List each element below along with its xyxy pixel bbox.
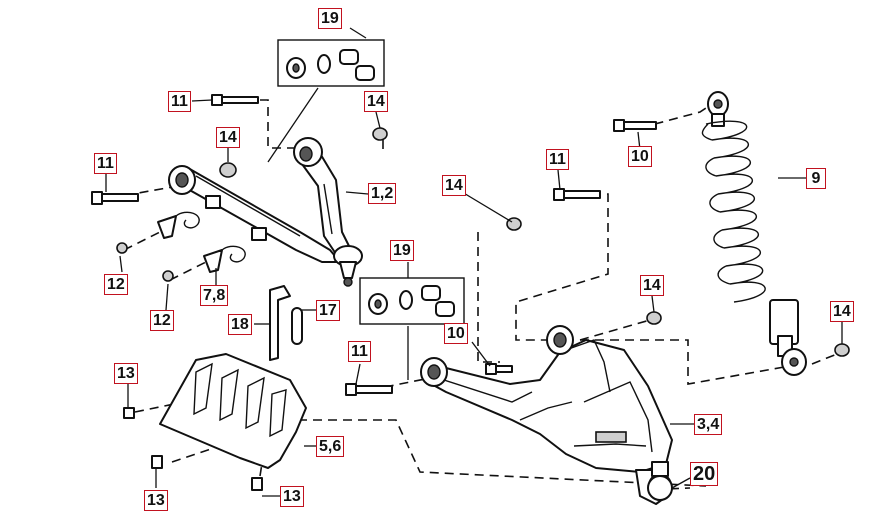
callout-13-a: 13 <box>114 363 138 384</box>
upper-control-arm <box>168 137 363 287</box>
callout-11-d: 11 <box>546 149 569 170</box>
callout-11-a: 11 <box>168 91 191 112</box>
callout-12-a: 12 <box>104 274 128 295</box>
callout-14-e: 14 <box>830 301 854 322</box>
callout-14-a: 14 <box>364 91 388 112</box>
callout-17: 17 <box>316 300 340 321</box>
callout-13-c: 13 <box>280 486 304 507</box>
skid-plate <box>123 353 307 491</box>
callout-14-d: 14 <box>640 275 664 296</box>
nuts-12 <box>116 242 174 282</box>
callout-14-c: 14 <box>442 175 466 196</box>
callout-1-2: 1,2 <box>368 183 397 204</box>
nuts-14 <box>219 127 850 357</box>
brake-line-clips <box>157 211 246 273</box>
callout-leaders <box>105 99 843 497</box>
bushing-kit-top <box>267 27 385 163</box>
lower-control-arm <box>420 325 673 505</box>
callout-12-b: 12 <box>150 310 174 331</box>
ball-joint <box>647 461 691 501</box>
callout-14-b: 14 <box>216 127 240 148</box>
callout-5-6: 5,6 <box>316 436 345 457</box>
callout-3-4: 3,4 <box>694 414 723 435</box>
shock-absorber <box>701 91 807 376</box>
callout-10-b: 10 <box>628 146 652 167</box>
callout-9: 9 <box>806 168 826 189</box>
callout-19-mid: 19 <box>390 240 414 261</box>
callout-7-8: 7,8 <box>200 285 229 306</box>
callout-18: 18 <box>228 314 252 335</box>
callout-11-c: 11 <box>348 341 371 362</box>
callout-11-b: 11 <box>94 153 117 174</box>
callout-19-top: 19 <box>318 8 342 29</box>
bushing-kit-mid <box>359 262 465 380</box>
bolts-11 <box>91 94 657 396</box>
callout-10-a: 10 <box>444 323 468 344</box>
callout-13-b: 13 <box>144 490 168 511</box>
pin-and-sleeve <box>269 285 303 361</box>
callout-20: 20 <box>690 462 719 486</box>
